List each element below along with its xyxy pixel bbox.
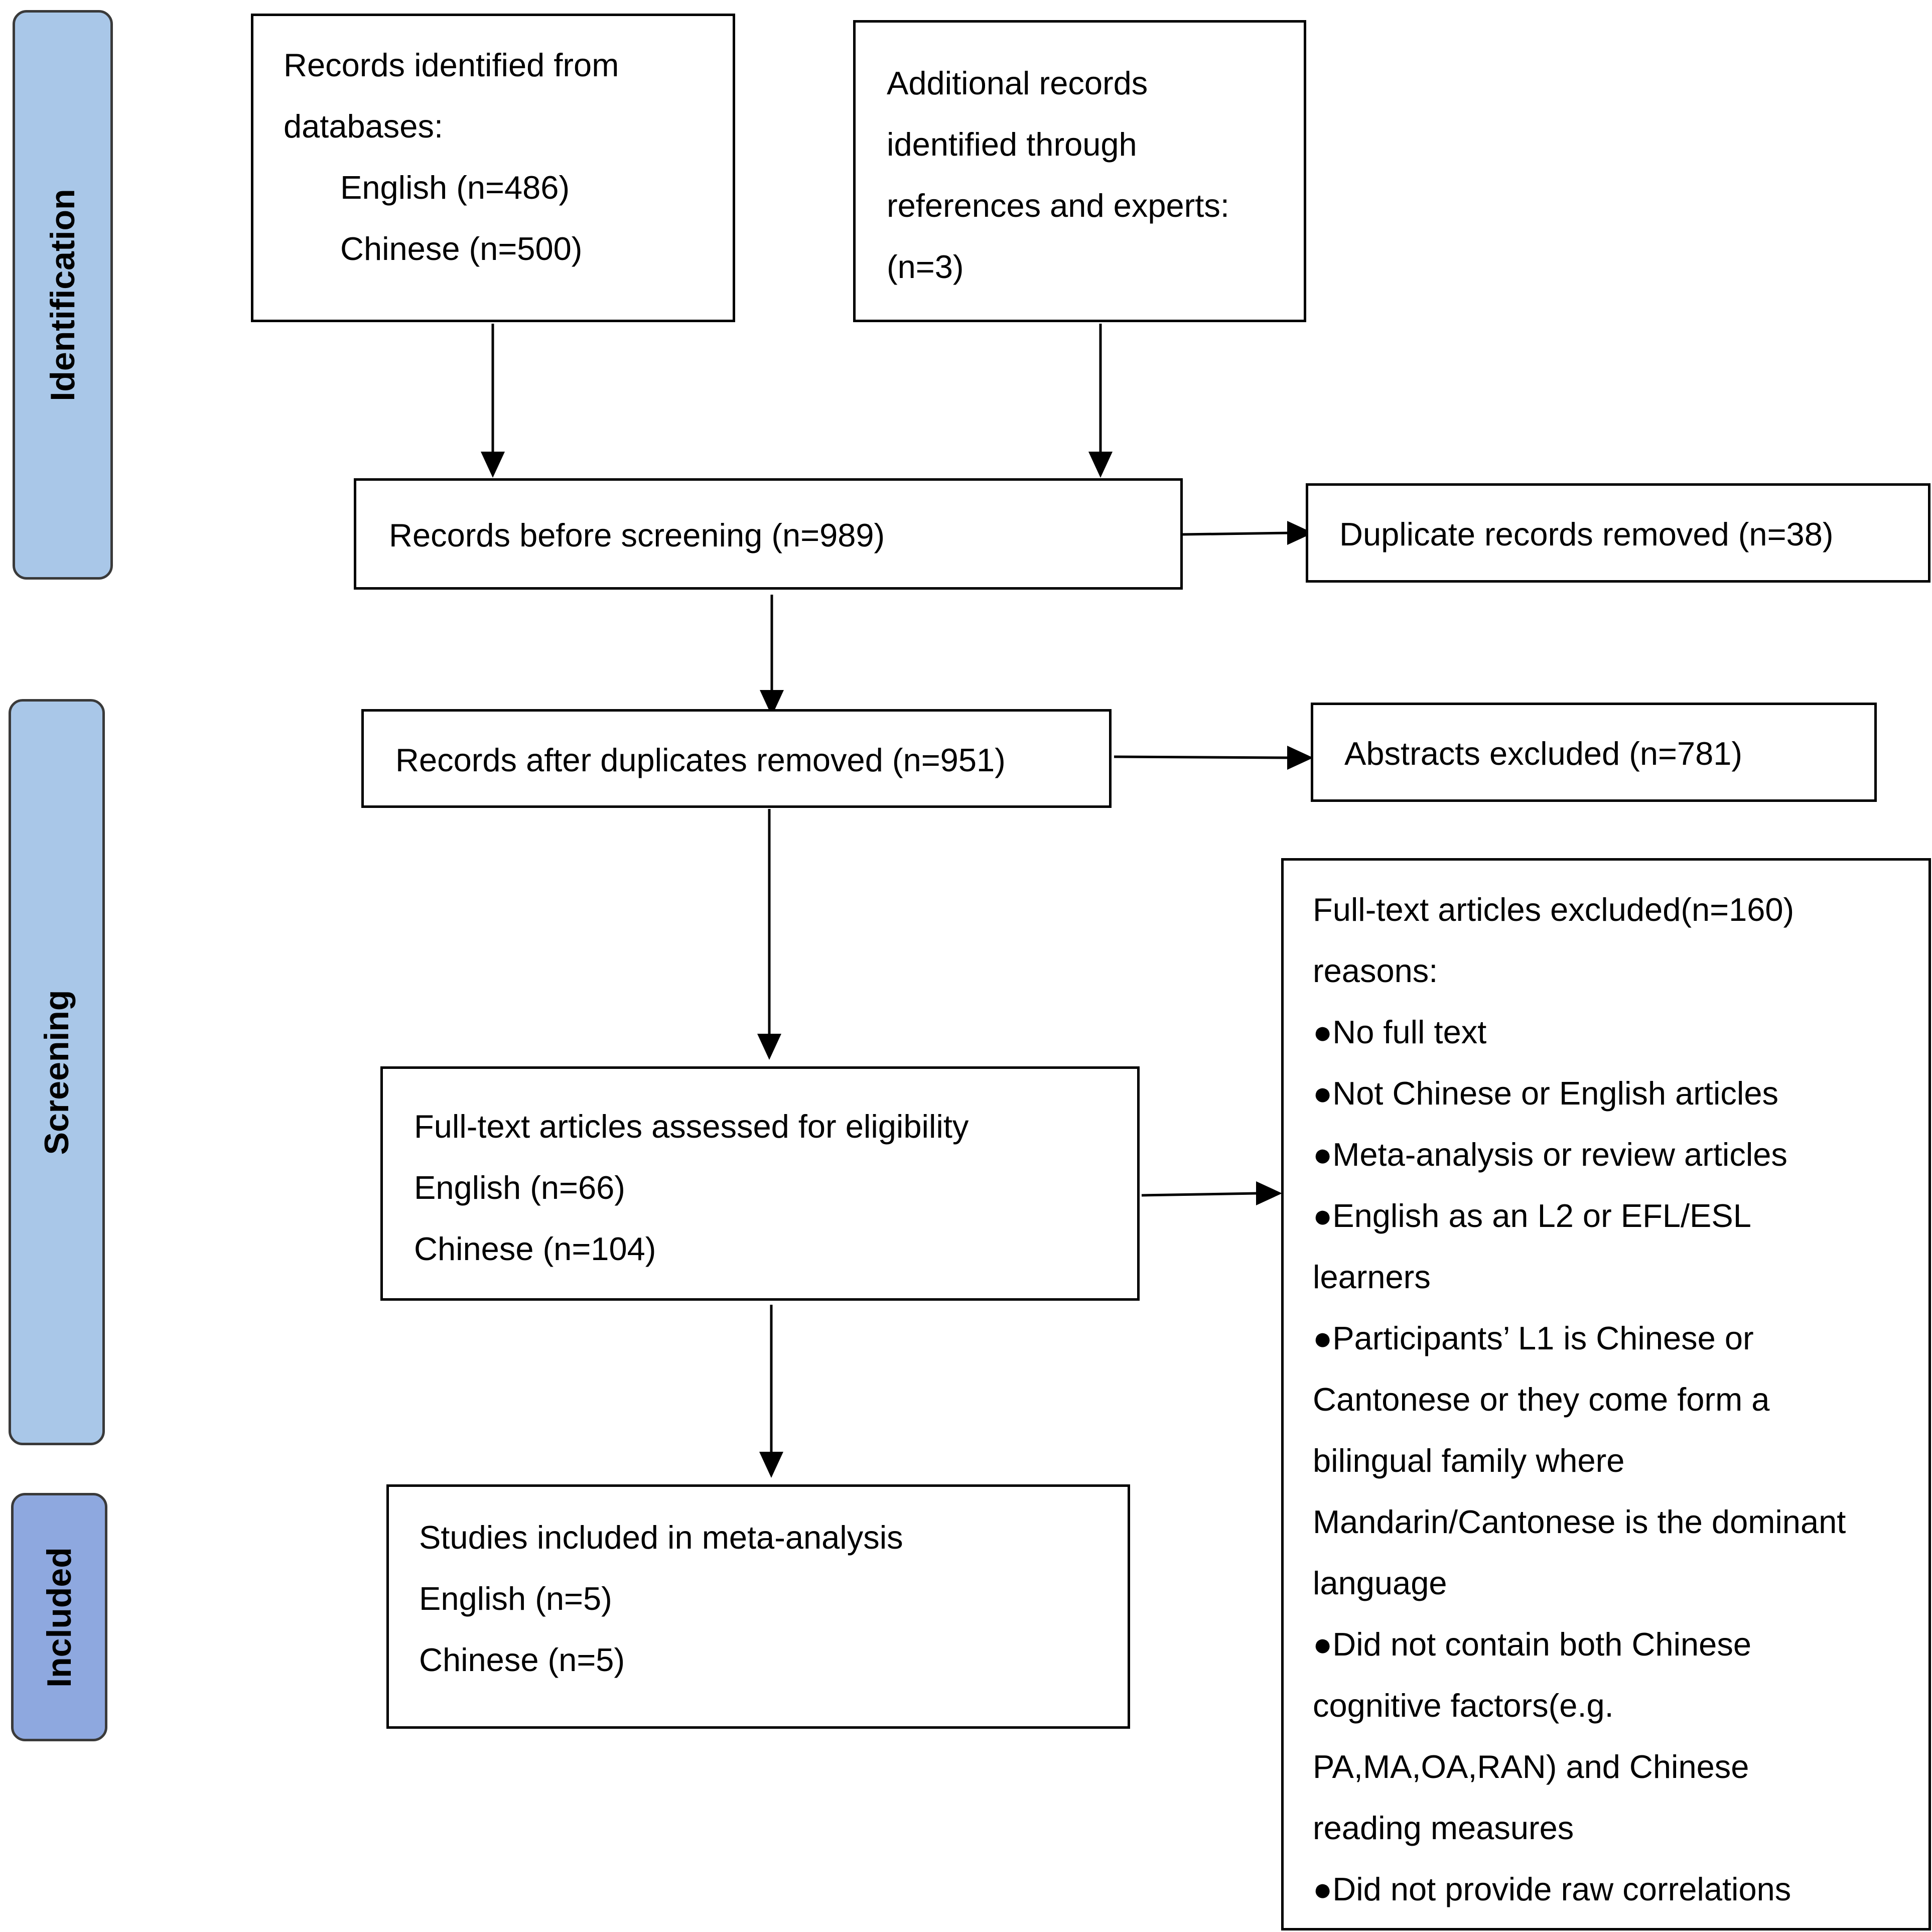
stage-identification-label: Identification — [44, 188, 82, 401]
records-identified-line-1: Records identified from — [284, 47, 619, 83]
arrowhead-fulltext — [757, 1034, 781, 1060]
fulltext-excluded-line-8: ●Participants’ L1 is Chinese or — [1313, 1320, 1754, 1356]
arrow-after-duplicates-to-abstracts — [1114, 755, 1290, 759]
fulltext-assessed-line-1: Full-text articles assessed for eligibil… — [414, 1108, 969, 1145]
fulltext-assessed-english: English (n=66) — [414, 1169, 625, 1206]
arrowhead-excluded — [1256, 1181, 1282, 1205]
additional-records-line-3: references and experts: — [887, 187, 1229, 224]
arrowhead-duplicates — [1287, 521, 1313, 545]
duplicates-removed-text: Duplicate records removed (n=38) — [1339, 516, 1834, 553]
stage-included: Included — [11, 1493, 107, 1741]
records-identified-english: English (n=486) — [340, 169, 570, 206]
fulltext-excluded-line-2: reasons: — [1313, 952, 1438, 989]
records-identified-chinese: Chinese (n=500) — [340, 230, 583, 267]
fulltext-excluded-line-4: ●Not Chinese or English articles — [1313, 1075, 1778, 1112]
additional-records-line-2: identified through — [887, 126, 1137, 163]
fulltext-assessed-chinese: Chinese (n=104) — [414, 1230, 656, 1267]
fulltext-excluded-line-13: ●Did not contain both Chinese — [1313, 1626, 1751, 1663]
fulltext-excluded-line-15: PA,MA,OA,RAN) and Chinese — [1313, 1748, 1749, 1785]
studies-included-box: Studies included in meta-analysis Englis… — [386, 1484, 1130, 1729]
fulltext-excluded-line-10: bilingual family where — [1313, 1442, 1625, 1479]
arrowhead-identified — [481, 452, 505, 478]
arrow-fulltext-to-excluded — [1141, 1192, 1258, 1197]
fulltext-excluded-line-9: Cantonese or they come form a — [1313, 1381, 1770, 1418]
stage-identification: Identification — [13, 10, 113, 580]
arrowhead-included — [759, 1452, 783, 1478]
fulltext-excluded-line-16: reading measures — [1313, 1810, 1574, 1846]
additional-records-line-1: Additional records — [887, 65, 1148, 101]
fulltext-excluded-line-6: ●English as an L2 or EFL/ESL — [1313, 1197, 1751, 1234]
additional-records-box: Additional records identified through re… — [853, 20, 1306, 322]
after-duplicates-text: Records after duplicates removed (n=951) — [395, 742, 1006, 778]
stage-included-label: Included — [40, 1547, 78, 1688]
fulltext-excluded-line-1: Full-text articles excluded(n=160) — [1313, 891, 1795, 928]
arrowhead-after-duplicates — [760, 690, 784, 716]
studies-included-english: English (n=5) — [419, 1580, 612, 1617]
fulltext-excluded-line-3: ●No full text — [1313, 1014, 1487, 1050]
records-identified-line-2: databases: — [284, 108, 444, 145]
stage-screening-label: Screening — [38, 990, 76, 1155]
duplicates-removed-box: Duplicate records removed (n=38) — [1306, 483, 1930, 583]
after-duplicates-box: Records after duplicates removed (n=951) — [361, 709, 1112, 808]
studies-included-chinese: Chinese (n=5) — [419, 1641, 625, 1678]
records-identified-box: Records identified from databases: Engli… — [251, 14, 735, 322]
records-before-screening-box: Records before screening (n=989) — [354, 478, 1183, 590]
arrowhead-additional — [1088, 452, 1113, 478]
records-before-screening-text: Records before screening (n=989) — [389, 517, 885, 554]
stage-screening: Screening — [9, 699, 105, 1445]
abstracts-excluded-box: Abstracts excluded (n=781) — [1311, 703, 1877, 802]
fulltext-assessed-box: Full-text articles assessed for eligibil… — [380, 1066, 1140, 1301]
studies-included-line-1: Studies included in meta-analysis — [419, 1519, 903, 1556]
fulltext-excluded-line-5: ●Meta-analysis or review articles — [1313, 1136, 1787, 1173]
fulltext-excluded-line-17: ●Did not provide raw correlations — [1313, 1871, 1791, 1907]
fulltext-excluded-line-7: learners — [1313, 1259, 1431, 1295]
fulltext-excluded-line-14: cognitive factors(e.g. — [1313, 1687, 1614, 1724]
fulltext-excluded-box: Full-text articles excluded(n=160) reaso… — [1281, 858, 1931, 1930]
abstracts-excluded-text: Abstracts excluded (n=781) — [1344, 735, 1743, 772]
fulltext-excluded-line-12: language — [1313, 1565, 1447, 1601]
fulltext-excluded-line-11: Mandarin/Cantonese is the dominant — [1313, 1503, 1846, 1540]
additional-records-count: (n=3) — [887, 248, 964, 285]
arrow-screening-to-duplicates — [1181, 531, 1290, 536]
arrowhead-abstracts — [1287, 746, 1313, 770]
